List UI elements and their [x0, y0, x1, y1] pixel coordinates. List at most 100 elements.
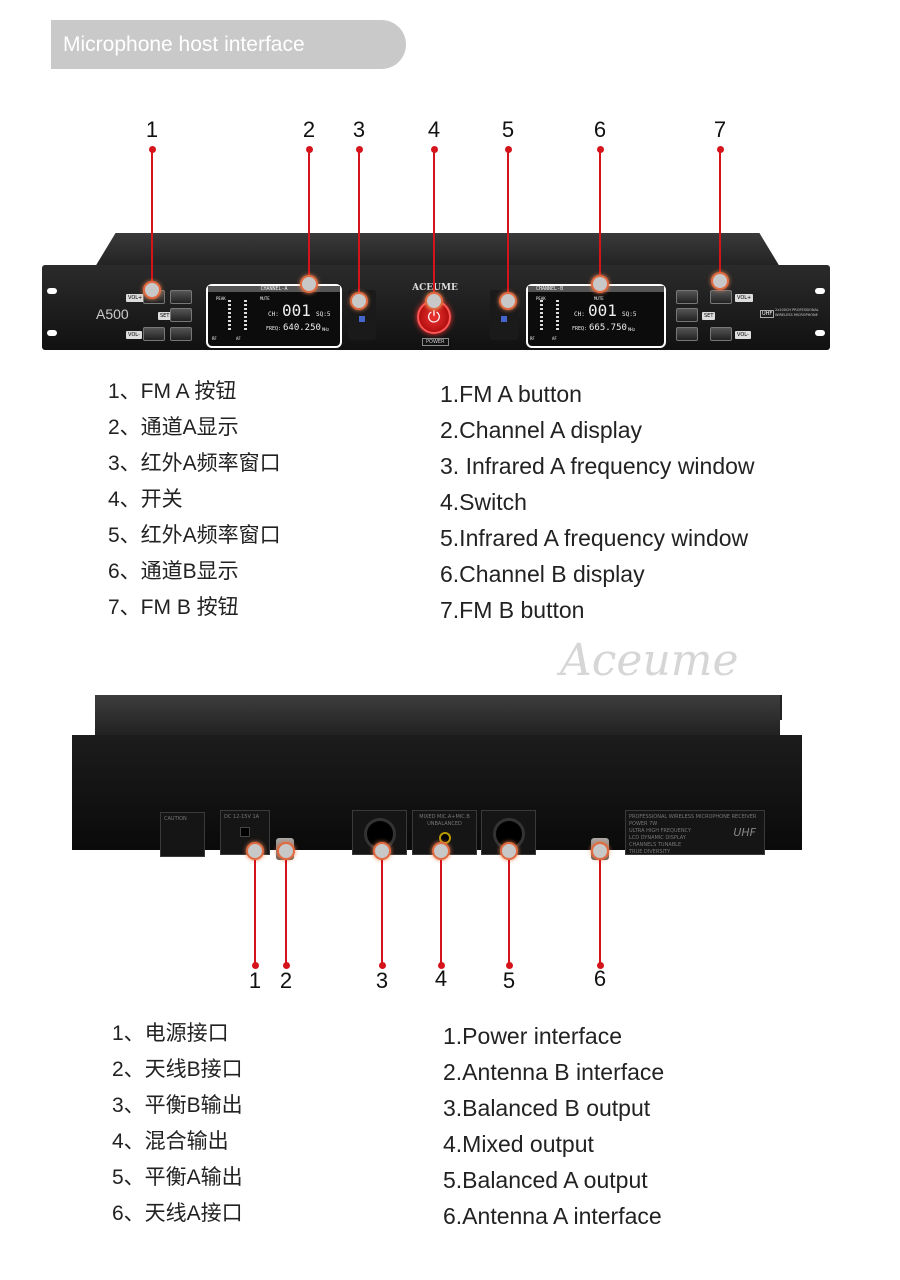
callout-marker [425, 292, 443, 310]
callout-dot [596, 962, 604, 969]
legend-item: 7.FM B button [440, 597, 585, 623]
legend-item: 6、天线A接口 [112, 1202, 243, 1225]
legend-item: 3.Balanced B output [443, 1095, 651, 1121]
rf-label: RF [212, 336, 217, 341]
legend-item: 2.Channel A display [440, 417, 643, 443]
legend-item: 2、天线B接口 [112, 1058, 243, 1081]
callout-marker [591, 275, 609, 293]
channel-a-display: CHANNEL-A PEAK MUTE CH: 001 SQ:5 FREQ: 6… [206, 284, 342, 348]
callout-marker [432, 842, 450, 860]
caution-label: CAUTION [160, 812, 205, 857]
front-legend-en: 1.FM A button 2.Channel A display 3. Inf… [440, 376, 755, 628]
fm-b-vol-down-button[interactable] [710, 327, 732, 341]
feature: LCD DYNAMIC DISPLAY [629, 835, 686, 841]
fm-a-up-button[interactable] [170, 290, 192, 304]
ch-label: CH: [574, 311, 585, 318]
callout-marker [350, 292, 368, 310]
rack-ear-hole [815, 330, 825, 336]
callout-dot [251, 962, 259, 969]
callout-dot [148, 146, 156, 153]
callout-marker [277, 842, 295, 860]
callout-dot [282, 962, 290, 969]
callout-marker [373, 842, 391, 860]
callout-marker [591, 842, 609, 860]
fm-b-vol-up-button[interactable] [710, 290, 732, 304]
callout-dot [596, 146, 604, 153]
feature: ULTRA HIGH FREQUENCY [629, 828, 692, 834]
callout-marker [143, 281, 161, 299]
af-label: AF [552, 336, 557, 341]
legend-item: 6、通道B显示 [108, 560, 239, 583]
callout-number: 3 [375, 968, 389, 993]
legend-item: 1、电源接口 [112, 1022, 229, 1045]
callout-number: 7 [713, 117, 727, 142]
channel-b-display: CHANNEL-B PEAK MUTE CH: 001 SQ:5 FREQ: 6… [526, 284, 666, 348]
caution-text: CAUTION [164, 816, 187, 822]
callout-number: 1 [248, 968, 262, 993]
callout-dot [378, 962, 386, 969]
freq-unit: MHz [628, 327, 636, 332]
power-label: POWER [422, 338, 449, 346]
vol-up-label: VOL+ [126, 294, 145, 302]
dc-rating: DC 12-15V 1A [224, 814, 260, 820]
power-rating: POWER 7W [629, 821, 658, 827]
legend-item: 5.Infrared A frequency window [440, 525, 749, 551]
callout-number: 1 [145, 117, 159, 142]
fm-b-down-button[interactable] [676, 327, 698, 341]
squelch-value: SQ:5 [316, 311, 331, 318]
callout-dot [305, 146, 313, 153]
legend-item: 4.Switch [440, 489, 527, 515]
callout-number: 5 [501, 117, 515, 142]
callout-marker [500, 842, 518, 860]
ir-sensor-icon [359, 316, 365, 322]
channel-number: 001 [282, 301, 311, 320]
fm-b-up-button[interactable] [676, 290, 698, 304]
callout-marker [499, 292, 517, 310]
callout-line [381, 860, 383, 965]
section-header: Microphone host interface [51, 20, 406, 69]
callout-line [508, 860, 510, 965]
callout-marker [246, 842, 264, 860]
uhf-description: 2x100CH PROFESSIONAL WIRELESS MICROPHONE [775, 308, 819, 317]
legend-item: 5、平衡A输出 [112, 1166, 243, 1189]
rear-legend-en: 1.Power interface 2.Antenna B interface … [443, 1018, 664, 1234]
callout-dot [355, 146, 363, 153]
peak-label: PEAK [216, 296, 226, 301]
dc-jack-icon[interactable] [240, 827, 250, 837]
fm-a-vol-down-button[interactable] [143, 327, 165, 341]
fm-a-down-button[interactable] [170, 327, 192, 341]
spec-title: PROFESSIONAL WIRELESS MICROPHONE RECEIVE… [629, 814, 757, 820]
callout-line [599, 860, 601, 965]
callout-line [433, 150, 435, 300]
callout-line [254, 860, 256, 965]
feature: CHANNELS TUNABLE [629, 842, 682, 848]
callout-line [151, 150, 153, 288]
mute-label: MUTE [594, 296, 604, 301]
freq-unit: MHz [322, 327, 330, 332]
rf-label: RF [530, 336, 535, 341]
spec-label: PROFESSIONAL WIRELESS MICROPHONE RECEIVE… [625, 810, 765, 855]
callout-dot [504, 146, 512, 153]
squelch-value: SQ:5 [622, 311, 637, 318]
rack-ear-hole [47, 330, 57, 336]
ch-label: CH: [268, 311, 279, 318]
freq-label: FREQ: [572, 326, 588, 332]
channel-title: CHANNEL-A [208, 286, 340, 292]
callout-number: 6 [593, 117, 607, 142]
legend-item: 1.FM A button [440, 381, 582, 407]
peak-label: PEAK [536, 296, 546, 301]
af-meter [244, 300, 247, 332]
legend-item: 1、FM A 按钮 [108, 380, 237, 403]
legend-item: 4、开关 [108, 488, 183, 511]
rf-meter [228, 300, 231, 332]
set-label: SET [702, 312, 716, 320]
callout-number: 6 [593, 966, 607, 991]
brand-logo: ACEUME [412, 283, 458, 293]
legend-item: 3、红外A频率窗口 [108, 452, 281, 475]
front-chassis-top [95, 233, 780, 267]
front-legend-cn: 1、FM A 按钮 2、通道A显示 3、红外A频率窗口 4、开关 5、红外A频率… [108, 374, 281, 626]
callout-line [308, 150, 310, 283]
fm-b-set-button[interactable] [676, 308, 698, 322]
legend-item: 1.Power interface [443, 1023, 622, 1049]
fm-a-set-button[interactable] [170, 308, 192, 322]
